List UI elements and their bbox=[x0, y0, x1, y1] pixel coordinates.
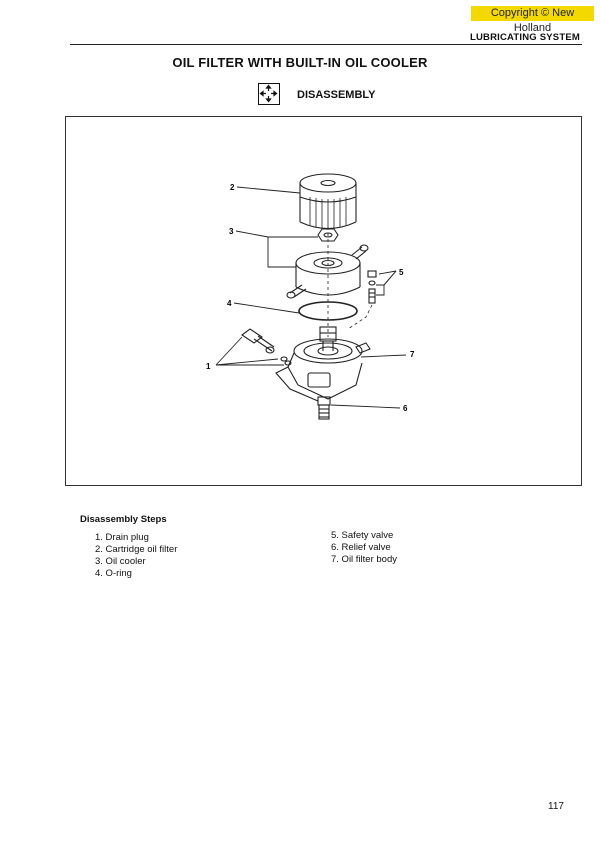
exploded-diagram: 1 2 3 4 5 6 7 bbox=[65, 116, 582, 486]
drain-plug-parts bbox=[241, 328, 292, 366]
step-item: 3. Oil cooler bbox=[95, 556, 146, 567]
callout-2: 2 bbox=[230, 183, 235, 192]
step-item: 5. Safety valve bbox=[331, 530, 394, 541]
callout-3: 3 bbox=[229, 227, 234, 236]
safety-valve bbox=[347, 270, 377, 330]
steps-heading: Disassembly Steps bbox=[80, 514, 167, 525]
callout-1: 1 bbox=[206, 362, 211, 371]
callout-7: 7 bbox=[410, 350, 415, 359]
callout-4: 4 bbox=[227, 299, 232, 308]
steps-list-left: 1. Drain plug 2. Cartridge oil filter 3.… bbox=[95, 532, 177, 580]
oil-cooler bbox=[286, 244, 369, 299]
steps-list-right: 5. Safety valve 6. Relief valve 7. Oil f… bbox=[331, 530, 397, 566]
oil-cooler-nut bbox=[317, 228, 339, 242]
step-item: 2. Cartridge oil filter bbox=[95, 544, 178, 555]
relief-valve bbox=[317, 396, 331, 420]
exploded-view-drawing: 1 2 3 4 5 6 7 bbox=[206, 173, 415, 420]
step-item: 4. O-ring bbox=[95, 568, 132, 579]
step-item: 1. Drain plug bbox=[95, 532, 149, 543]
cartridge-filter bbox=[299, 173, 357, 230]
o-ring bbox=[298, 301, 358, 321]
section-header: LUBRICATING SYSTEM bbox=[469, 32, 580, 43]
callout-6: 6 bbox=[403, 404, 408, 413]
step-item: 7. Oil filter body bbox=[331, 554, 397, 565]
disassembly-label: DISASSEMBLY bbox=[297, 89, 376, 101]
copyright-badge: Copyright © New Holland bbox=[471, 6, 594, 34]
disassembly-icon bbox=[258, 83, 280, 105]
step-item: 6. Relief valve bbox=[331, 542, 391, 553]
callout-5: 5 bbox=[399, 268, 404, 277]
page-number: 117 bbox=[548, 801, 564, 812]
page-title: OIL FILTER WITH BUILT-IN OIL COOLER bbox=[172, 55, 428, 70]
header-rule bbox=[70, 44, 582, 45]
